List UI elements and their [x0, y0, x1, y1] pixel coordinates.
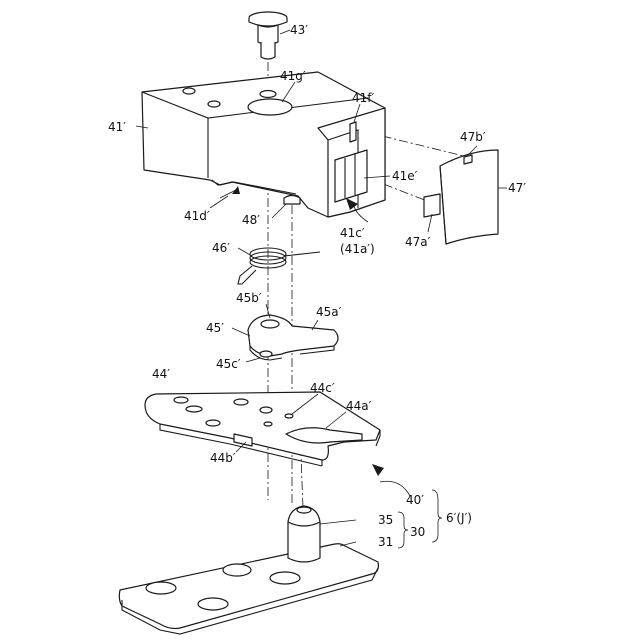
label-48: 48′	[242, 213, 260, 227]
arrow-41d-head	[232, 186, 240, 194]
label-43: 43′	[290, 23, 308, 37]
base-hole-1	[146, 582, 176, 594]
leader-35	[320, 520, 356, 524]
label-45c: 45c′	[216, 357, 241, 371]
plate-hole-5	[260, 407, 272, 413]
base-hole-3	[223, 564, 251, 576]
cap-part-43	[249, 12, 287, 59]
block-hole-2	[208, 101, 220, 107]
label-41g: 41g′	[280, 69, 306, 83]
block-bore-41g	[248, 99, 292, 115]
label-47: 47′	[508, 181, 526, 195]
pin-tip	[297, 507, 311, 513]
plate-hole-4	[234, 399, 248, 405]
cap-body	[258, 25, 278, 45]
label-41c: 41c′	[340, 226, 365, 240]
label-44a: 44a′	[346, 399, 372, 413]
base-hole-2	[198, 598, 228, 610]
label-47a: 47a′	[405, 235, 431, 249]
label-41: 41′	[108, 120, 126, 134]
base-part-31	[119, 544, 378, 634]
lever-body	[248, 315, 338, 356]
main-block-41	[142, 72, 385, 217]
label-30: 30	[410, 525, 425, 539]
block-hole-1	[183, 88, 195, 94]
cover-plate	[440, 150, 498, 244]
label-44b: 44b′	[210, 451, 236, 465]
leader-48	[272, 204, 286, 218]
label-31: 31	[378, 535, 393, 549]
tab-47a	[424, 194, 440, 217]
hole-45b	[261, 320, 279, 328]
leader-45	[232, 328, 250, 336]
label-44c: 44c′	[310, 381, 335, 395]
label-6J: 6′(J′)	[446, 511, 472, 525]
plate-hole-2	[186, 406, 202, 412]
pin-shaft	[288, 522, 320, 562]
tab-47b	[464, 155, 472, 164]
brace-6	[432, 490, 442, 542]
spring-part-46	[238, 248, 320, 284]
cap-rim	[249, 18, 287, 26]
spring-arm-left	[238, 266, 256, 284]
label-45: 45′	[206, 321, 224, 335]
label-41f: 41f′	[352, 91, 374, 105]
brace-30	[398, 512, 408, 548]
spring-arm-right	[284, 252, 320, 256]
hole-44c	[285, 414, 293, 418]
label-40: 40′	[406, 493, 424, 507]
label-45a: 45a′	[316, 305, 342, 319]
notch-45c	[260, 351, 272, 357]
cap-stem	[261, 42, 275, 59]
leader-45c	[246, 358, 260, 362]
tab-41f	[350, 122, 356, 142]
label-45b: 45b′	[236, 291, 262, 305]
label-47b: 47b′	[460, 130, 486, 144]
plate-part-44	[145, 392, 380, 466]
block-hole-top	[260, 91, 276, 98]
lever-part-45	[248, 315, 338, 360]
plate-hole-1	[174, 397, 188, 403]
label-35: 35	[378, 513, 393, 527]
leader-41d	[210, 196, 228, 208]
base-hole-4	[270, 572, 300, 584]
label-44: 44′	[152, 367, 170, 381]
arrow-40-head	[372, 464, 384, 476]
pin-part-35	[288, 506, 320, 562]
leader-43	[280, 30, 290, 34]
boss-48	[284, 196, 300, 205]
label-41a: (41a′)	[340, 242, 375, 256]
label-41e: 41e′	[392, 169, 418, 183]
label-41d: 41d′	[184, 209, 210, 223]
plate-hole-3	[206, 420, 220, 426]
cover-part-47	[424, 150, 498, 244]
plate-hole-6	[264, 422, 272, 426]
label-46: 46′	[212, 241, 230, 255]
leader-46	[238, 248, 252, 256]
